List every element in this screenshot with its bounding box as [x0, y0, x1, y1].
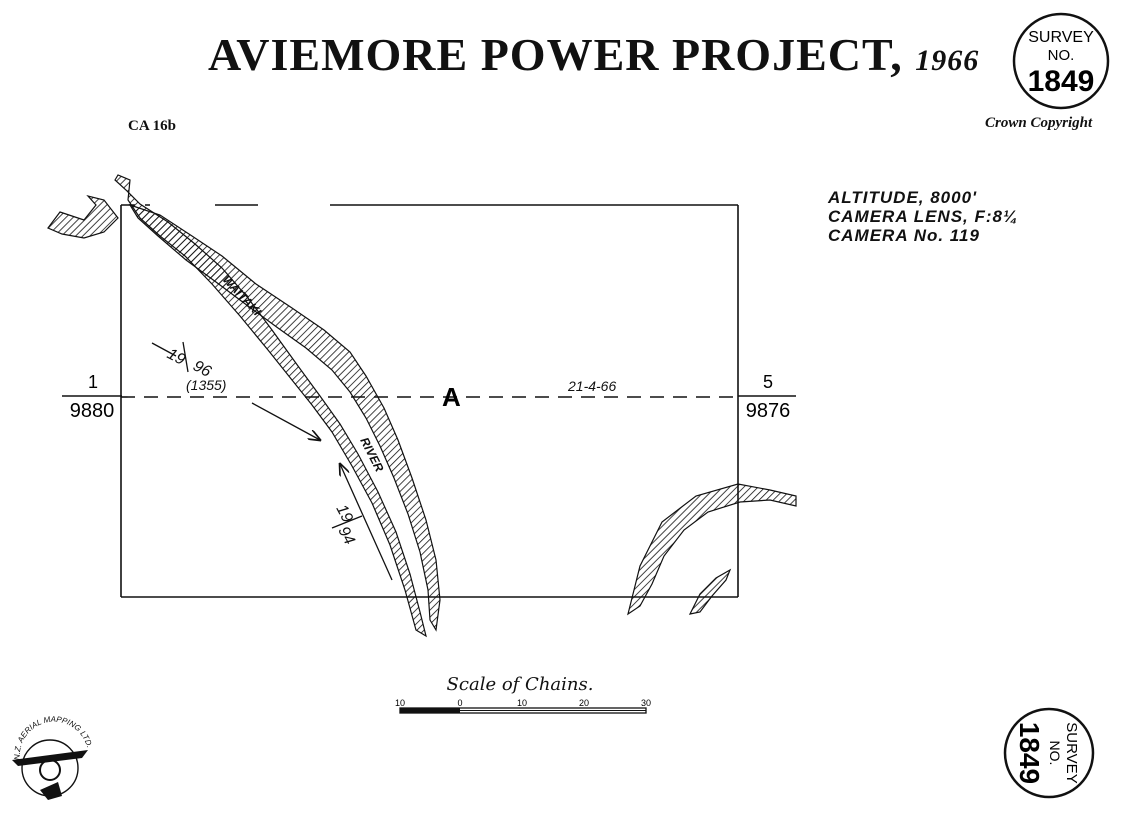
scale-tick-1: 10 — [395, 698, 405, 708]
stamp-bottom-number: 1849 — [1014, 722, 1045, 784]
scale-title: Scale of Chains. — [447, 674, 594, 695]
title-main: AVIEMORE POWER PROJECT — [208, 29, 891, 80]
cross-run-2-bottom: 94 — [334, 524, 357, 548]
cross-run-19-94: 19 94 — [331, 464, 393, 581]
camera-lens-text: CAMERA LENS, F:8¼ — [828, 207, 1019, 226]
scale-tick-2: 0 — [457, 698, 462, 708]
sheet-reference: CA 16b — [128, 118, 176, 134]
scale-tick-3: 10 — [517, 698, 527, 708]
cross-run-1-bottom: 96 — [190, 358, 214, 381]
right-photo-number: 9876 — [746, 400, 791, 422]
survey-stamp-bottom: SURVEY NO. 1849 — [1003, 707, 1095, 799]
right-frame-number: 5 — [763, 372, 773, 392]
scale-tick-5: 30 — [641, 698, 651, 708]
camera-number-text: CAMERA No. 119 — [828, 226, 980, 245]
left-frame-number: 1 — [88, 372, 98, 392]
stamp-number: 1849 — [1028, 65, 1095, 98]
stamp-circle — [1012, 12, 1110, 110]
terrain-feature — [627, 483, 797, 616]
flight-info: ALTITUDE, 8000' CAMERA LENS, F:8¼ CAMERA… — [828, 188, 1018, 245]
scale-tick-4: 20 — [579, 698, 589, 708]
cross-run-1-note: (1355) — [186, 377, 226, 393]
company-logo: N.Z. AERIAL MAPPING LTD. — [12, 715, 94, 800]
flight-line-a: A 21-4-66 1 9880 5 9876 — [62, 372, 796, 422]
stamp-bottom-abbr: NO. — [1047, 741, 1063, 766]
altitude-text: ALTITUDE, 8000' — [828, 188, 978, 207]
cross-run-19-96: 19 96 (1355) — [151, 341, 320, 440]
stamp-label: SURVEY — [1028, 29, 1094, 46]
stamp-bottom-label: SURVEY — [1063, 722, 1080, 783]
scale-bar: Scale of Chains. 10 0 10 20 30 — [395, 674, 651, 714]
left-photo-number: 9880 — [70, 400, 115, 422]
stamp-abbr: NO. — [1048, 47, 1075, 64]
crown-copyright: Crown Copyright — [985, 115, 1093, 131]
cross-run-2-top: 19 — [332, 502, 355, 526]
cross-run-1-top: 19 — [164, 346, 188, 369]
run-label: A — [442, 382, 461, 412]
title-year: 1966 — [915, 44, 980, 77]
wing-icon — [12, 750, 88, 766]
map-title: AVIEMORE POWER PROJECT, 1966 — [208, 29, 980, 80]
run-date: 21-4-66 — [567, 378, 616, 394]
survey-stamp-top: SURVEY NO. 1849 — [1012, 12, 1110, 110]
